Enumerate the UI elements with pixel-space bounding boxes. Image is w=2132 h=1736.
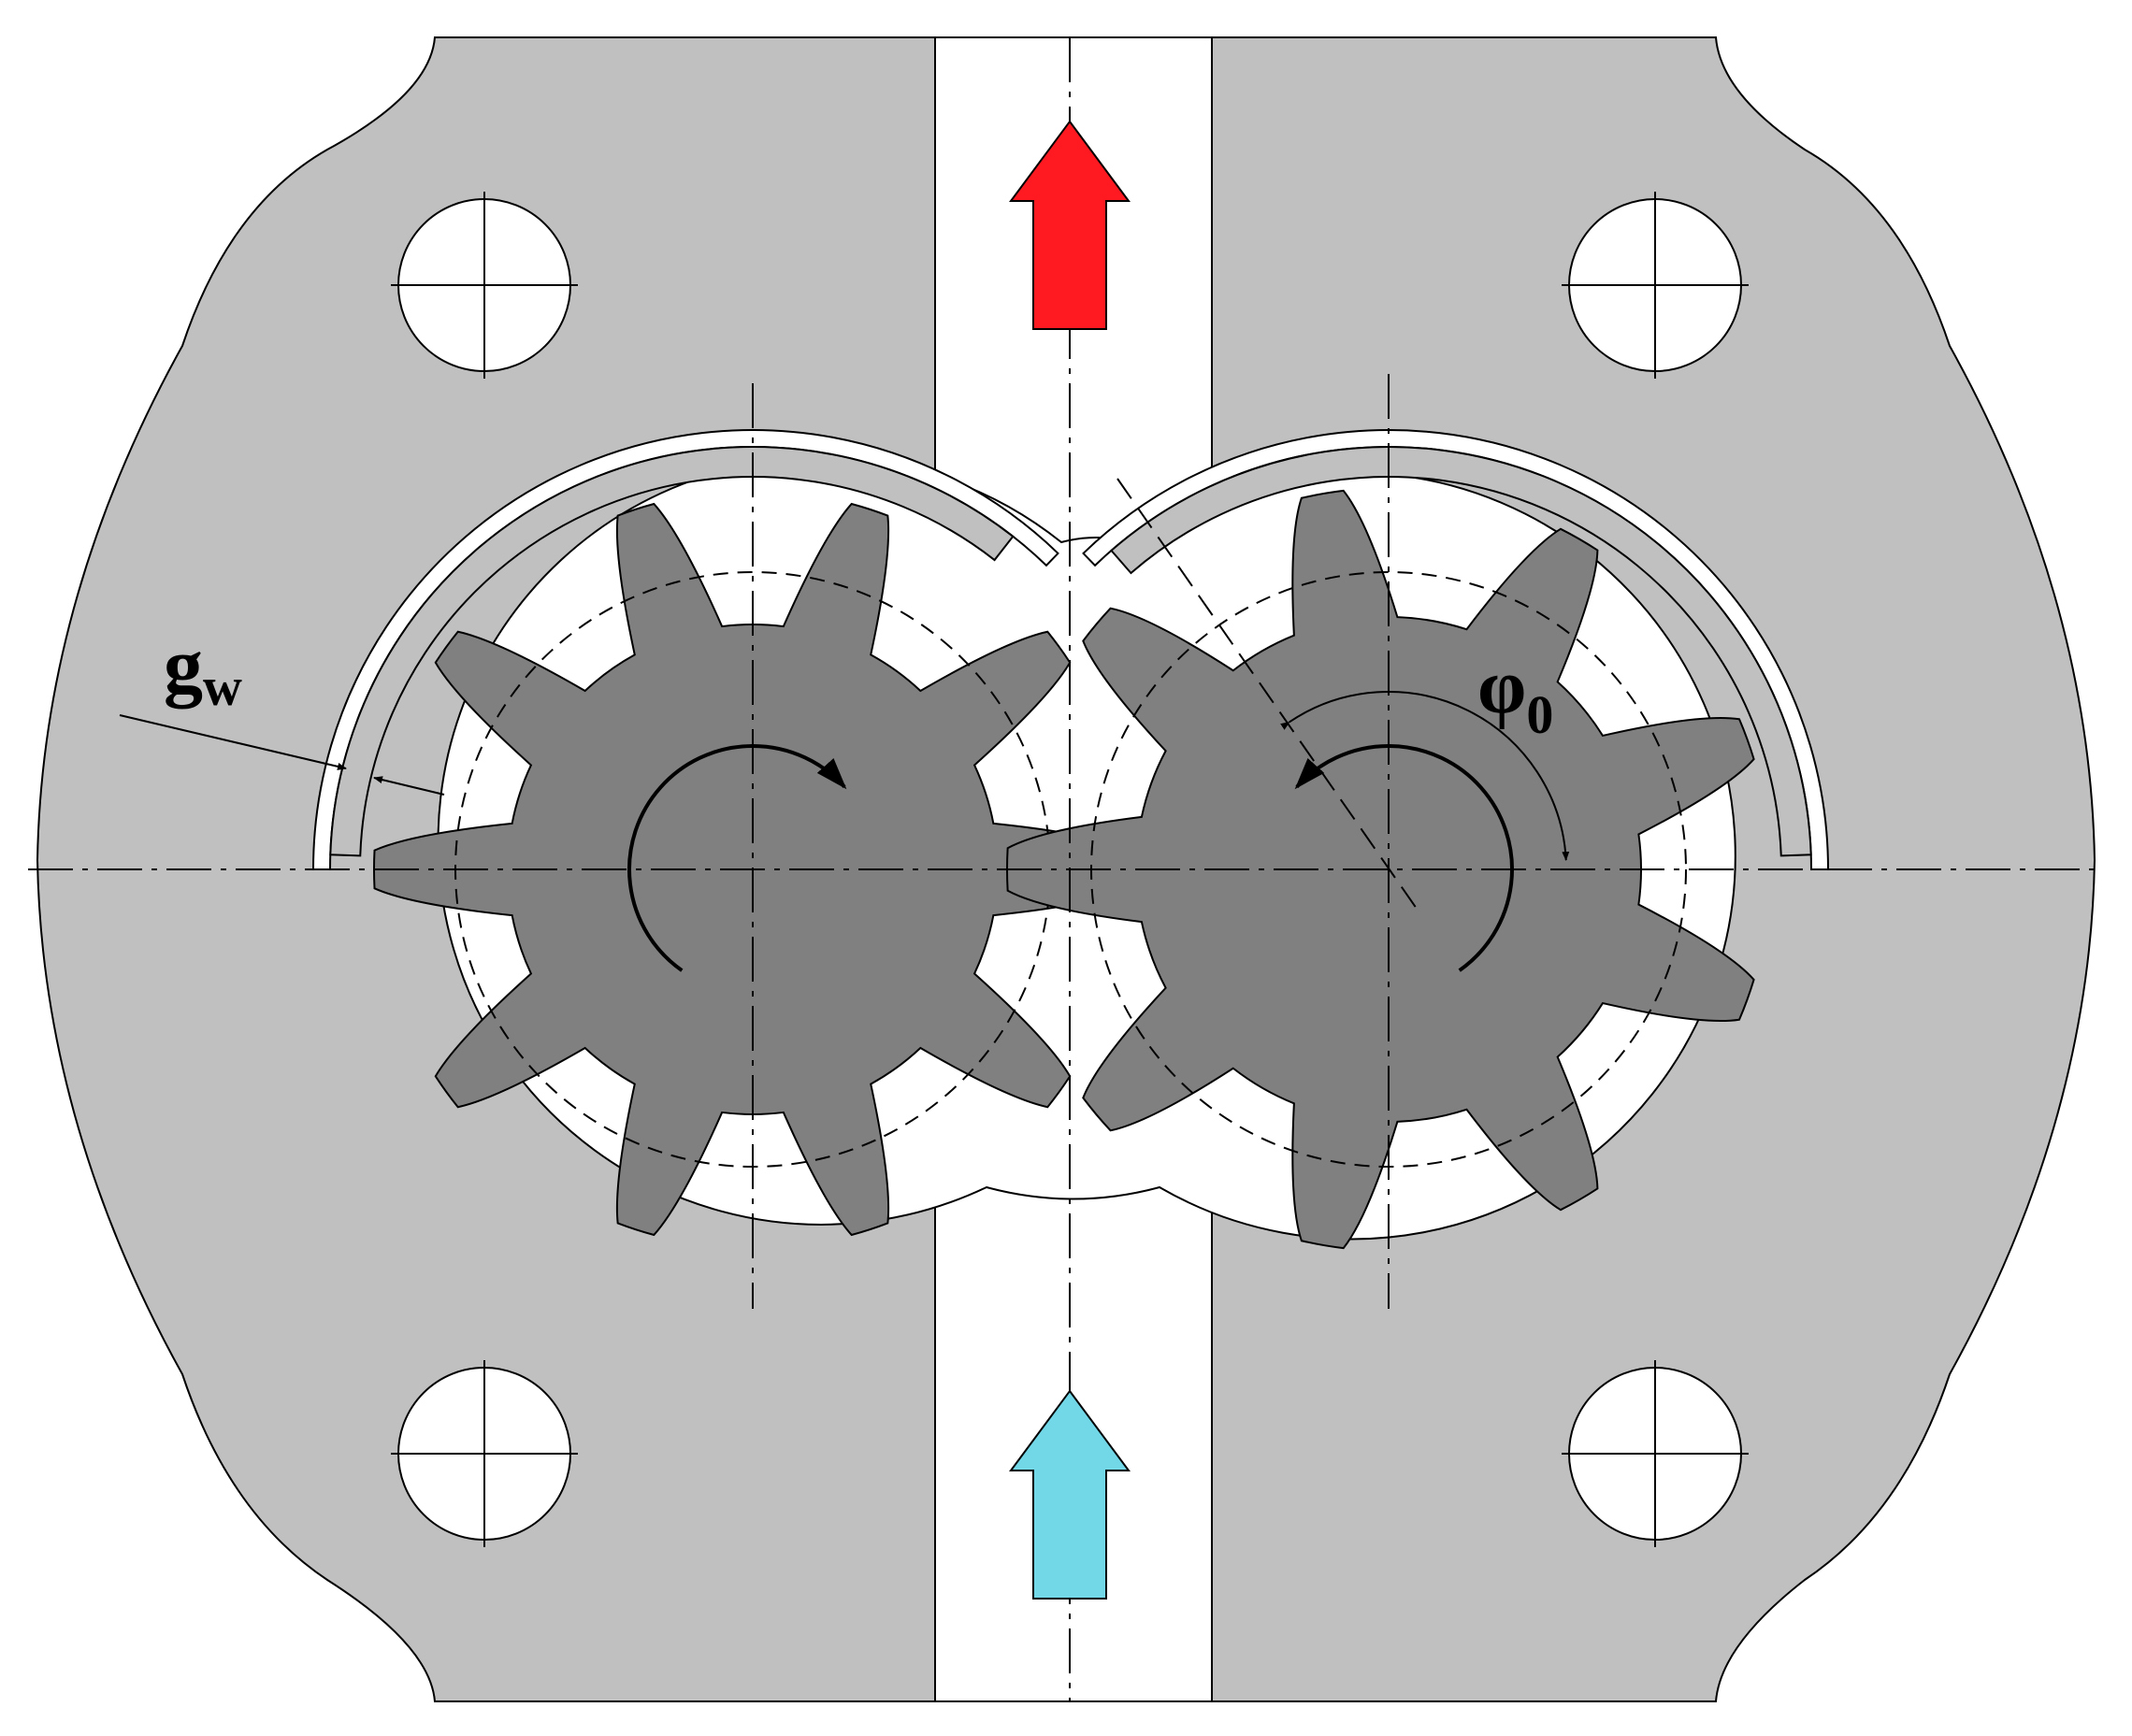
relief-grooves [311, 428, 1830, 870]
clockwise-arrow-icon [627, 744, 847, 972]
gap-dimension: gw [119, 623, 445, 796]
mounting-holes [391, 192, 1749, 1547]
angle-label: φ0 [1477, 643, 1553, 745]
left-seal-ring [329, 446, 1015, 857]
right-seal-ring [1110, 446, 1812, 857]
gap-label: gw [164, 623, 242, 717]
inlet-arrow [1009, 1389, 1131, 1600]
outlet-arrow [1009, 120, 1131, 330]
angle-dimension: φ0 [1116, 478, 1570, 910]
